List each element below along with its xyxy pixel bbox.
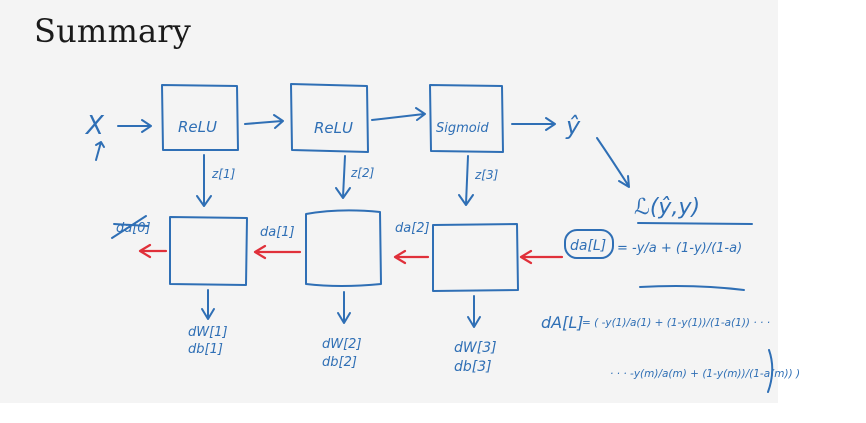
daL-box [564,229,614,259]
dAL-closing-paren [767,349,774,393]
z1-label: z[1] [211,167,236,181]
dw3-label: dW[3] [454,340,497,356]
forward-block-3 [429,84,504,153]
arrow-yhat-to-loss [596,137,630,188]
z2-down-arrow [335,155,351,199]
back-arrow-2 [393,249,430,265]
grad3-down-arrow [467,295,481,328]
arrow-block2-to-block3 [371,107,426,121]
dAL-line1: = ( -y(1)/a(1) + (1-y(1))/(1-a(1)) · · · [582,317,770,329]
block3-label: Sigmoid [436,121,489,136]
db2-label: db[2] [322,355,357,370]
da1-label: da[1] [260,225,295,240]
grad1-down-arrow [201,289,215,320]
dAL-lhs-label: dA[L] [541,313,584,332]
back-arrow-3 [519,249,564,265]
whiteboard-diagram: X ReLU ReLU Sigmoid ŷ z[1] z[2] z[3] ℒ(ŷ… [84,83,800,393]
arrow-x-to-block1 [117,119,152,133]
block1-label: ReLU [178,118,217,136]
forward-block-2 [290,83,369,153]
daL-expression: = -y/a + (1-y)/(1-a) [617,241,742,256]
loss-label: ℒ(ŷ,y) [634,195,700,220]
daL-label: da[L] [570,238,606,254]
input-x-label: X [84,111,105,141]
db1-label: db[1] [188,342,223,357]
forward-block-1 [161,84,239,151]
slide-title: Summary [34,12,192,50]
dw2-label: dW[2] [322,337,362,352]
da0-strike [111,215,149,239]
z2-label: z[2] [350,166,375,180]
back-arrow-1 [253,244,302,260]
loss-underline [637,222,753,225]
z3-down-arrow [458,155,474,206]
z1-down-arrow [196,154,212,207]
dw1-label: dW[1] [188,325,228,340]
input-up-arrow [95,141,105,161]
backward-block-1 [169,216,248,286]
backward-block-3 [432,223,519,292]
output-yhat-label: ŷ [565,112,581,140]
db3-label: db[3] [454,359,492,375]
back-arrow-0 [138,243,168,259]
block2-label: ReLU [314,119,353,137]
daL-underline [639,285,745,291]
arrow-block1-to-block2 [244,114,284,129]
da2-label: da[2] [395,221,430,236]
arrow-block3-to-yhat [511,117,556,131]
backward-block-2 [305,209,382,287]
slide-canvas: Summary X ReLU ReLU Sigmoid ŷ z[1] z[2] … [0,0,800,403]
z3-label: z[3] [474,168,499,182]
grad2-down-arrow [337,291,351,324]
dAL-line2: · · · -y(m)/a(m) + (1-y(m))/(1-a(m)) ) [610,368,800,380]
